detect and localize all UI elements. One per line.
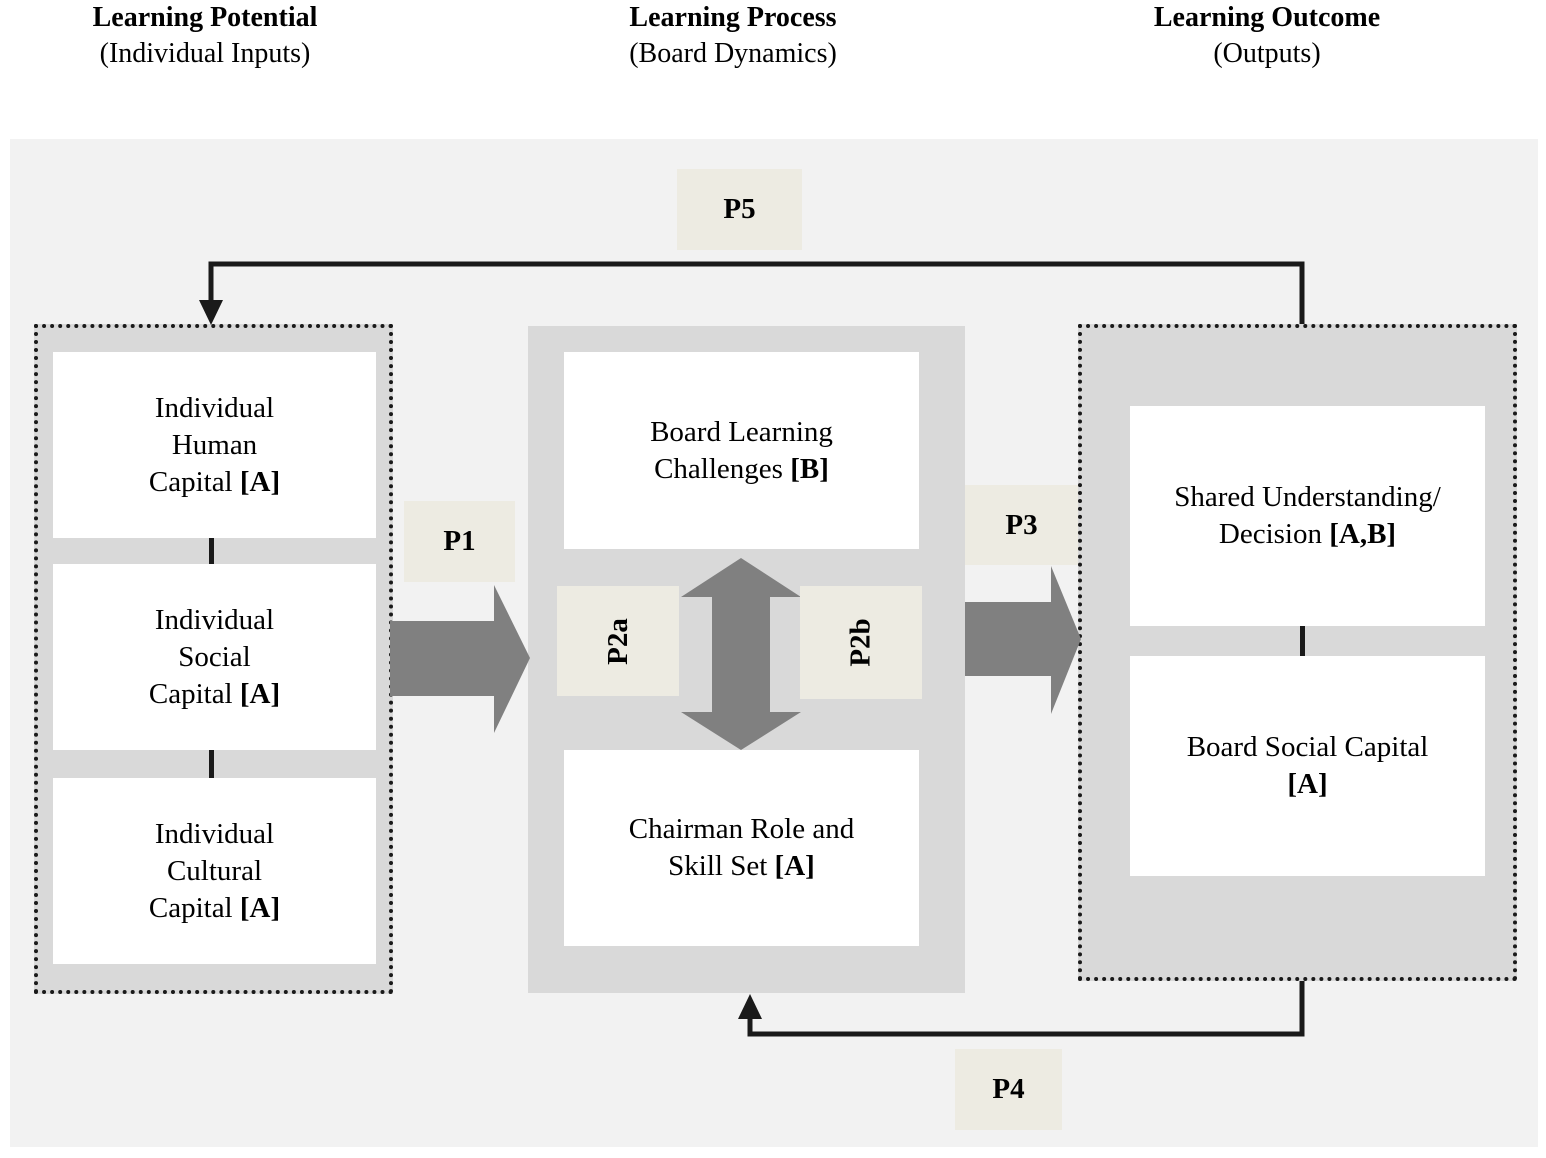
box-text: Capital (148, 465, 240, 498)
connector-line (209, 538, 214, 564)
box-text: Skill Set (668, 850, 775, 882)
p2b-text: P2b (844, 618, 877, 667)
proposition-p2a-label: P2a (557, 586, 679, 696)
p1-arrow (390, 585, 530, 733)
box-text: Capital (148, 677, 240, 710)
proposition-p3-label: P3 (965, 485, 1078, 565)
box-text: Chairman Role and (628, 813, 855, 845)
header-subtitle: (Board Dynamics) (629, 38, 837, 69)
proposition-p1-label: P1 (404, 501, 515, 582)
box-tag: [A] (239, 465, 281, 498)
p4-arrowhead (738, 994, 762, 1019)
individual-human-capital-box: Individual Human Capital [A] (53, 352, 376, 538)
p4-feedback-line (747, 981, 1305, 1037)
board-social-capital-box: Board Social Capital [A] (1130, 656, 1485, 876)
box-tag: [A] (239, 677, 281, 710)
box-text: Individual (154, 391, 275, 424)
connector-line (209, 750, 214, 778)
header-learning-process: Learning Process (Board Dynamics) (568, 0, 898, 72)
chairman-role-box: Chairman Role and Skill Set [A] (564, 750, 919, 946)
p5-arrowhead (199, 300, 223, 325)
header-title: Learning Outcome (1153, 2, 1381, 33)
p3-arrow (965, 566, 1081, 714)
p2a-text: P2a (601, 617, 634, 665)
shared-understanding-box: Shared Understanding/ Decision [A,B] (1130, 406, 1485, 626)
box-text: Social (178, 640, 251, 673)
individual-social-capital-box: Individual Social Capital [A] (53, 564, 376, 750)
header-title: Learning Process (629, 2, 837, 33)
header-learning-potential: Learning Potential (Individual Inputs) (40, 0, 370, 72)
box-text: Decision (1218, 518, 1330, 550)
individual-cultural-capital-box: Individual Cultural Capital [A] (53, 778, 376, 964)
box-tag: [A,B] (1329, 518, 1397, 550)
board-learning-challenges-box: Board Learning Challenges [B] (564, 352, 919, 549)
proposition-p5-label: P5 (677, 169, 802, 250)
proposition-p2b-label: P2b (800, 586, 922, 699)
box-tag: [A] (239, 891, 281, 924)
p2-double-arrow (681, 558, 801, 750)
box-text: Board Social Capital (1186, 731, 1429, 763)
p5-feedback-line (208, 261, 1305, 324)
proposition-p4-label: P4 (955, 1049, 1062, 1130)
box-text: Human (171, 428, 258, 461)
box-text: Shared Understanding/ (1174, 481, 1441, 513)
header-subtitle: (Outputs) (1213, 38, 1321, 69)
header-learning-outcome: Learning Outcome (Outputs) (1102, 0, 1432, 72)
box-text: Challenges (654, 452, 791, 485)
header-subtitle: (Individual Inputs) (99, 38, 311, 69)
box-text: Individual (154, 603, 275, 636)
box-text: Board Learning (650, 415, 833, 448)
box-text: Capital (148, 891, 240, 924)
header-title: Learning Potential (92, 2, 318, 33)
box-tag: [B] (790, 452, 829, 485)
box-text: Individual (154, 817, 275, 850)
box-tag: [A] (774, 850, 815, 882)
box-text: Cultural (166, 854, 263, 887)
connector-line (1300, 626, 1305, 656)
box-tag: [A] (1287, 768, 1328, 800)
